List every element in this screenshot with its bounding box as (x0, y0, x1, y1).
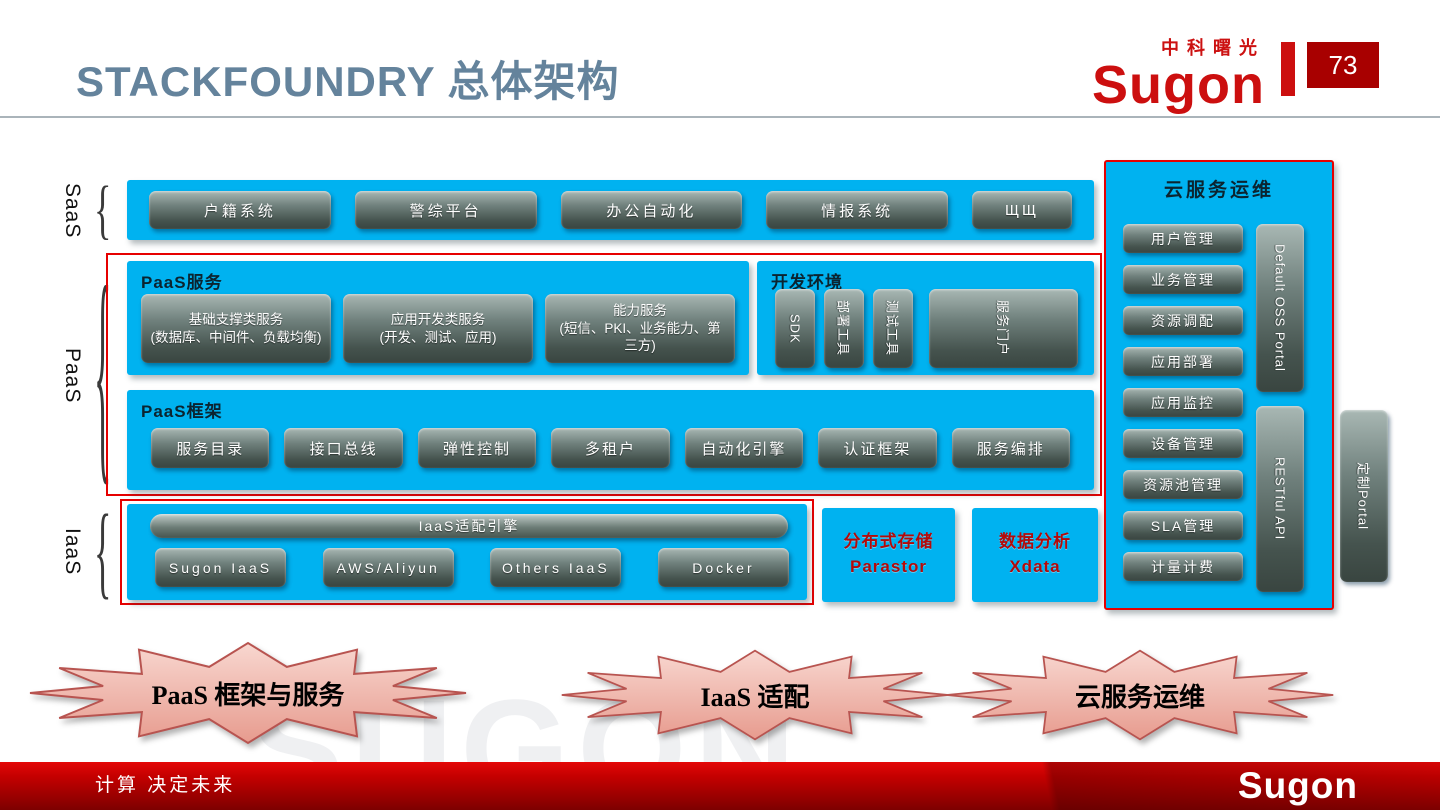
ops-item-node: 用户管理 (1123, 224, 1243, 253)
service-title: 能力服务 (613, 303, 667, 319)
paas-service-node: 应用开发类服务 (开发、测试、应用) (343, 294, 533, 363)
storage-box-title: 分布式存储 (843, 532, 934, 552)
framework-node: 多租户 (551, 428, 670, 468)
starburst-shape (946, 649, 1334, 741)
ops-item-node: SLA管理 (1123, 511, 1243, 540)
iaas-providers-row: Sugon IaaS AWS/Aliyun Others IaaS Docker (155, 548, 789, 587)
saas-app-node: 情报系统 (766, 191, 948, 229)
framework-node: 认证框架 (818, 428, 937, 468)
iaas-brace: { (94, 493, 112, 610)
slide-title: STACKFOUNDRY 总体架构 (76, 58, 620, 105)
page-number-badge: 73 (1306, 42, 1379, 88)
paas-services-box: PaaS服务 基础支撑类服务 (数据库、中间件、负载均衡) 应用开发类服务 (开… (127, 261, 749, 375)
logo-wordmark: Sugon (1092, 55, 1265, 115)
callout-label: 云服务运维 (1074, 682, 1205, 712)
logo-chinese-name: 中科曙光 (1160, 38, 1265, 58)
logo-red-bar (1280, 42, 1295, 96)
saas-app-node: 办公自动化 (560, 191, 743, 229)
callout-label: PaaS 框架与服务 (151, 680, 345, 710)
footer-slogan: 计算 决定未来 (95, 775, 236, 796)
service-subtitle: (开发、测试、应用) (379, 329, 497, 345)
devenv-title: 开发环境 (771, 273, 843, 292)
framework-node: 自动化引擎 (684, 428, 804, 468)
ops-item-node: 应用部署 (1123, 347, 1243, 376)
ops-item-node: 资源调配 (1123, 306, 1243, 335)
iaas-layer-box: IaaS适配引擎 Sugon IaaS AWS/Aliyun Others Ia… (127, 504, 807, 600)
callout-burst-iaas: IaaS 适配 (560, 642, 950, 748)
sugon-logo: 中科曙光 Sugon (1092, 34, 1265, 112)
paas-services-row: 基础支撑类服务 (数据库、中间件、负载均衡) 应用开发类服务 (开发、测试、应用… (141, 294, 735, 363)
sugon-logo-lockup: 中科曙光 Sugon 73 (1092, 34, 1379, 112)
layer-label-saas: SaaS (61, 183, 84, 239)
starburst-shape (561, 649, 949, 741)
service-title: 基础支撑类服务 (188, 311, 284, 327)
devenv-row: SDK 部署工具 测试工具 服务门户 (775, 289, 1078, 368)
paas-framework-box: PaaS框架 服务目录 接口总线 弹性控制 多租户 自动化引擎 认证框架 服务编… (127, 390, 1094, 490)
iaas-provider-node: Docker (657, 548, 789, 587)
ops-item-node: 资源池管理 (1123, 470, 1243, 499)
storage-box-product: Parastor (850, 557, 927, 576)
framework-node: 服务编排 (951, 428, 1070, 468)
devenv-item-node: 部署工具 (824, 289, 864, 368)
ops-item-node: 计量计费 (1123, 552, 1243, 581)
saas-app-node: ЩЩ (972, 191, 1072, 229)
ops-item-node: 业务管理 (1123, 265, 1243, 294)
paas-service-node: 能力服务 (短信、PKI、业务能力、第三方) (545, 294, 735, 363)
service-subtitle: (短信、PKI、业务能力、第三方) (559, 320, 721, 354)
iaas-provider-node: Sugon IaaS (155, 548, 286, 587)
callout-label: IaaS 适配 (700, 682, 810, 712)
ops-item-node: 设备管理 (1123, 429, 1243, 458)
devenv-item-node: 测试工具 (873, 289, 913, 368)
service-title: 应用开发类服务 (390, 311, 486, 327)
data-analytics-box: 数据分析 Xdata (972, 508, 1098, 602)
distributed-storage-box: 分布式存储 Parastor (822, 508, 955, 602)
header-rule (0, 116, 1440, 118)
callout-burst-ops: 云服务运维 (945, 642, 1335, 748)
layer-label-iaas: IaaS (61, 528, 84, 576)
paas-services-title: PaaS服务 (141, 273, 223, 292)
analytics-box-product: Xdata (1009, 557, 1061, 576)
starburst-shape (29, 641, 467, 745)
custom-portal-bar: 定制Portal (1340, 410, 1388, 582)
ops-item-node: 应用监控 (1123, 388, 1243, 417)
footer-bar: 计算 决定未来 Sugon (0, 762, 1440, 810)
iaas-adapter-engine-bar: IaaS适配引擎 (150, 514, 788, 538)
restful-api-bar: RESTful API (1256, 406, 1304, 592)
paas-service-node: 基础支撑类服务 (数据库、中间件、负载均衡) (141, 294, 331, 363)
iaas-red-outline (120, 499, 814, 605)
paas-framework-row: 服务目录 接口总线 弹性控制 多租户 自动化引擎 认证框架 服务编排 (151, 428, 1070, 468)
cloud-ops-panel: 云服务运维 用户管理 业务管理 资源调配 应用部署 应用监控 设备管理 资源池管… (1104, 160, 1334, 610)
footer-brand-logo: Sugon (1237, 765, 1358, 806)
devenv-box: 开发环境 SDK 部署工具 测试工具 服务门户 (757, 261, 1094, 375)
service-subtitle: (数据库、中间件、负载均衡) (150, 329, 322, 345)
default-oss-portal-bar: Default OSS Portal (1256, 224, 1304, 392)
iaas-provider-node: Others IaaS (490, 548, 622, 587)
saas-app-node: 户籍系统 (149, 191, 331, 229)
devenv-item-node: 服务门户 (929, 289, 1078, 368)
framework-node: 弹性控制 (417, 428, 537, 468)
saas-layer-box: 户籍系统 警综平台 办公自动化 情报系统 ЩЩ (127, 180, 1094, 240)
iaas-provider-node: AWS/Aliyun (322, 548, 454, 587)
ops-panel-title: 云服务运维 (1163, 180, 1274, 201)
paas-framework-title: PaaS框架 (141, 402, 223, 421)
framework-node: 接口总线 (284, 428, 403, 468)
paas-red-outline (106, 253, 1102, 496)
saas-app-node: 警综平台 (354, 191, 537, 229)
layer-label-paas: PaaS (61, 348, 84, 404)
framework-node: 服务目录 (151, 428, 270, 468)
saas-brace: { (94, 173, 112, 246)
analytics-box-title: 数据分析 (999, 532, 1071, 552)
devenv-item-node: SDK (775, 289, 815, 368)
callout-burst-paas: PaaS 框架与服务 (28, 638, 468, 748)
ops-items-column: 用户管理 业务管理 资源调配 应用部署 应用监控 设备管理 资源池管理 SLA管… (1123, 224, 1243, 581)
